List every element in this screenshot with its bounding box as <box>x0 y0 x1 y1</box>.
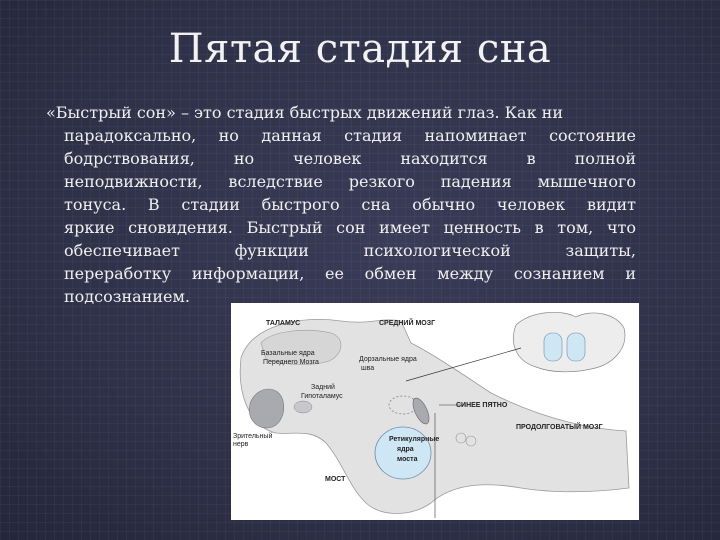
label-optic: Зрительный <box>233 432 272 440</box>
thalamus-shape <box>260 329 342 365</box>
text-line-8: переработку информации, ее обмен между с… <box>64 264 636 283</box>
label-dorsal-2: шва <box>361 365 374 372</box>
label-optic-2: нерв <box>233 441 249 448</box>
text-line-5: тонуса. В стадии быстрого сна обычно чел… <box>64 195 636 214</box>
label-reticular-2: ядра <box>397 446 414 453</box>
reticular-pontine-nuclei <box>374 426 432 480</box>
label-basal-2: Переднего Мозга <box>263 359 319 366</box>
small-nucleus-2 <box>465 435 477 447</box>
small-nucleus-1 <box>455 432 467 444</box>
locus-coeruleus <box>412 397 430 425</box>
label-posterior-2: Гипоталамус <box>301 393 343 400</box>
brain-diagram: ТАЛАМУС СРЕДНИЙ МОЗГ Базальные ядра Пере… <box>231 303 639 520</box>
text-line-6: яркие сновидения. Быстрый сон имеет ценн… <box>64 218 636 237</box>
brainstem-shape <box>239 318 630 514</box>
text-line-3: бодрствования, но человек находится в по… <box>64 149 636 168</box>
label-locus: СИНЕЕ ПЯТНО <box>456 402 508 409</box>
label-midbrain: СРЕДНИЙ МОЗГ <box>379 318 435 327</box>
text-line-7: обеспечивает функции психологической защ… <box>64 241 636 260</box>
text-line-9: подсознанием. <box>64 287 190 306</box>
text-line-2: парадоксально, но данная стадия напомина… <box>64 126 636 145</box>
label-thalamus: ТАЛАМУС <box>266 320 300 327</box>
label-medulla: ПРОДОЛГОВАТЫЙ МОЗГ <box>516 422 603 431</box>
inset-nucleus-right <box>566 332 586 362</box>
label-basal: Базальные ядра <box>261 350 315 357</box>
text-line-4: неподвижности, вследствие резкого падени… <box>64 172 636 191</box>
posterior-hypothalamus <box>293 400 313 414</box>
text-line-1: «Быстрый сон» – это стадия быстрых движе… <box>46 103 563 122</box>
pointer-arrow-1 <box>405 347 522 382</box>
brain-diagram-svg: ТАЛАМУС СРЕДНИЙ МОЗГ Базальные ядра Пере… <box>233 312 630 518</box>
slide-body-text: «Быстрый сон» – это стадия быстрых движе… <box>46 101 636 308</box>
inset-nucleus-left <box>543 332 563 362</box>
label-dorsal: Дорзальные ядра <box>359 356 417 363</box>
label-reticular: Ретикулярные <box>389 436 439 443</box>
label-pons: МОСТ <box>325 476 346 483</box>
label-posterior: Задний <box>311 383 335 391</box>
label-reticular-3: моста <box>397 456 418 463</box>
slide-title: Пятая стадия сна <box>168 26 552 72</box>
basal-forebrain-nuclei <box>249 388 284 429</box>
